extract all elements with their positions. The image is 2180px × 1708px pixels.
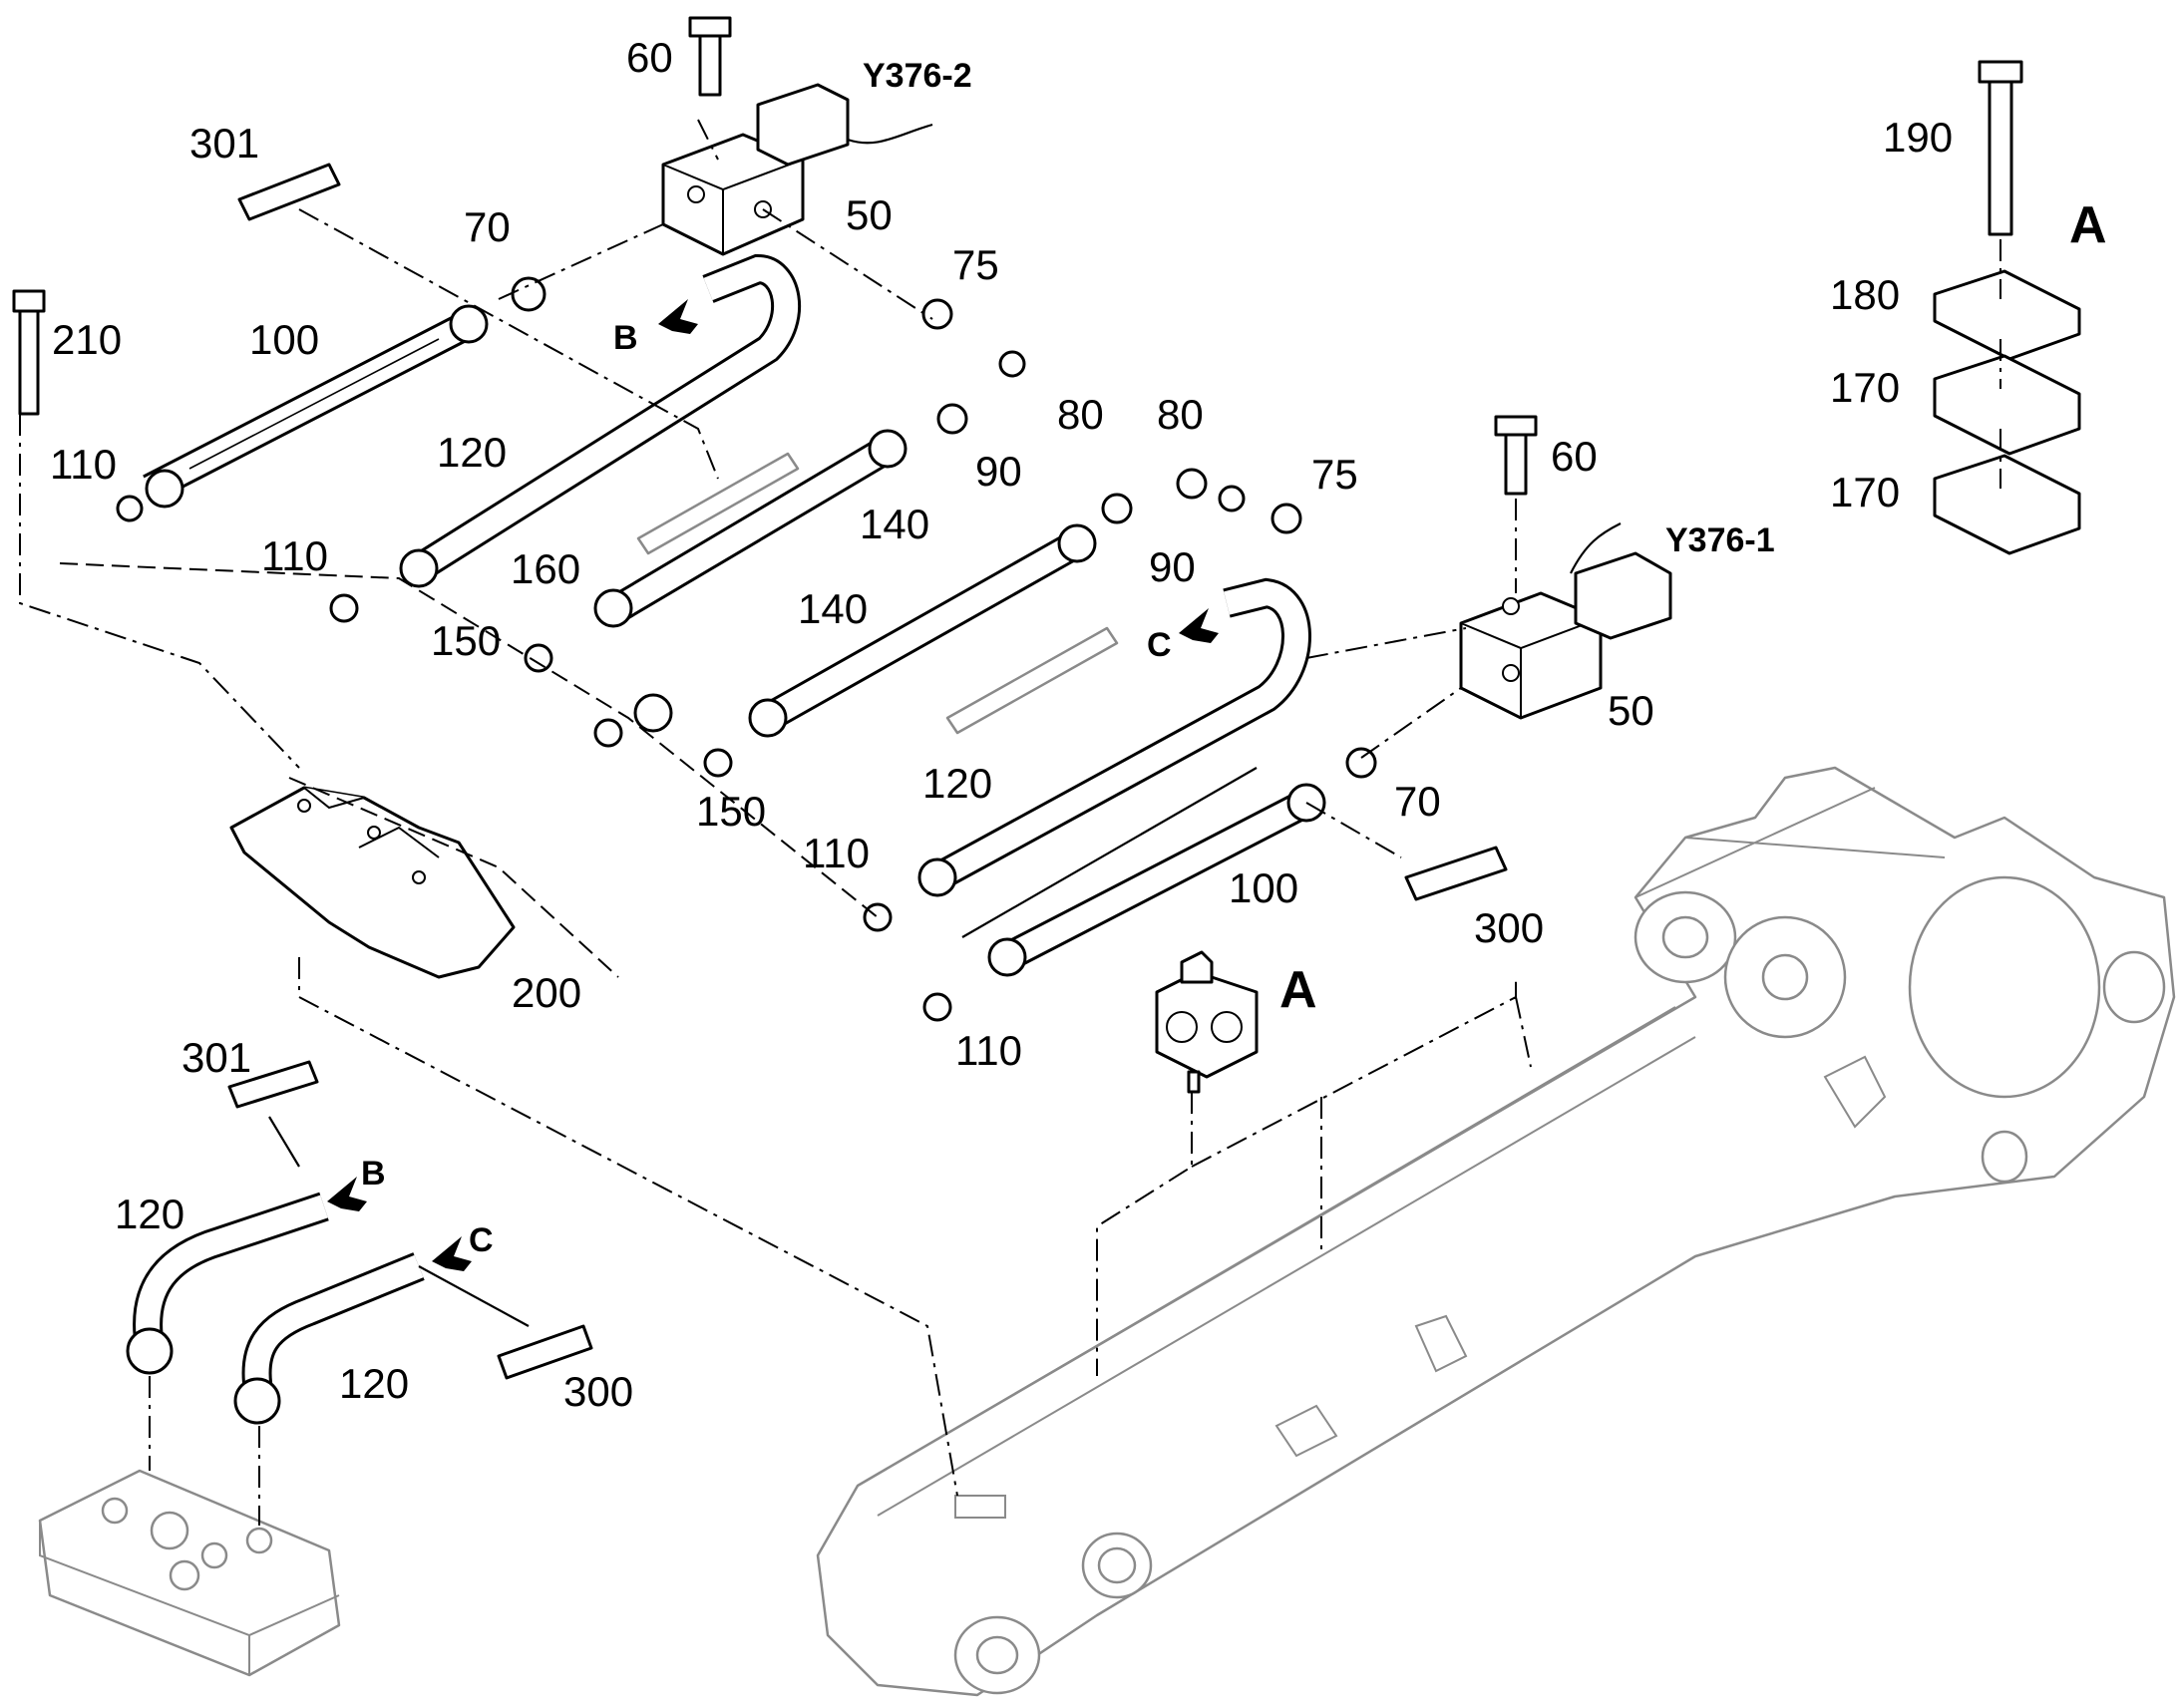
label-110-bottom: 110 bbox=[955, 1027, 1022, 1074]
label-110-low: 110 bbox=[803, 830, 870, 876]
label-100-low: 100 bbox=[1229, 864, 1298, 911]
valve-block-y376-1 bbox=[1459, 415, 1672, 720]
detail-a-stack bbox=[1933, 60, 2081, 555]
label-301-top: 301 bbox=[189, 120, 259, 167]
label-110-top: 110 bbox=[50, 441, 117, 488]
clamp-block-200 bbox=[229, 786, 516, 979]
boom-arm bbox=[816, 766, 2176, 1697]
valve-block-y376-2 bbox=[661, 16, 933, 256]
label-190: 190 bbox=[1883, 114, 1953, 161]
label-y376-1: Y376-1 bbox=[1665, 521, 1775, 559]
label-150-left: 150 bbox=[431, 617, 501, 664]
label-140-top: 140 bbox=[860, 501, 929, 547]
bolt-210 bbox=[12, 289, 46, 416]
label-c-top: C bbox=[1147, 626, 1172, 664]
label-60-right: 60 bbox=[1551, 433, 1598, 480]
label-50-right: 50 bbox=[1608, 687, 1654, 734]
label-300-right: 300 bbox=[1474, 904, 1544, 951]
label-c-low: C bbox=[469, 1221, 494, 1259]
label-70-right: 70 bbox=[1394, 778, 1441, 825]
label-b-top: B bbox=[613, 319, 638, 357]
label-200: 200 bbox=[512, 969, 581, 1016]
label-170-lower: 170 bbox=[1830, 469, 1900, 515]
label-120-mid: 120 bbox=[922, 760, 992, 807]
label-detail-a-mid: A bbox=[1279, 961, 1317, 1019]
label-301-low: 301 bbox=[182, 1034, 251, 1081]
label-150-mid: 150 bbox=[696, 788, 766, 835]
label-120-low-left: 120 bbox=[115, 1191, 184, 1237]
bent-hoses bbox=[126, 1192, 425, 1425]
label-b-low: B bbox=[361, 1155, 386, 1193]
label-120-top: 120 bbox=[437, 429, 507, 476]
label-210: 210 bbox=[52, 316, 122, 363]
sleeves bbox=[227, 163, 1508, 1380]
label-110-mid: 110 bbox=[261, 532, 328, 579]
label-60-top: 60 bbox=[626, 34, 673, 81]
label-100-top: 100 bbox=[249, 316, 319, 363]
label-170-upper: 170 bbox=[1830, 364, 1900, 411]
label-90-right: 90 bbox=[1149, 543, 1196, 590]
label-140-mid: 140 bbox=[798, 585, 868, 632]
label-y376-2: Y376-2 bbox=[863, 57, 972, 95]
label-80-right: 80 bbox=[1157, 391, 1204, 438]
label-180: 180 bbox=[1830, 271, 1900, 318]
manifold-block bbox=[38, 1469, 341, 1677]
label-75-right: 75 bbox=[1311, 451, 1358, 498]
label-90-top: 90 bbox=[975, 448, 1022, 495]
label-50-top: 50 bbox=[846, 191, 893, 238]
part-labels: 60 Y376-2 301 70 50 75 210 100 B 80 110 … bbox=[50, 34, 2107, 1415]
label-120-low-right: 120 bbox=[339, 1360, 409, 1407]
leader-lines bbox=[19, 119, 2001, 1526]
hoses bbox=[116, 253, 1377, 1022]
direction-arrows bbox=[327, 299, 1219, 1271]
label-detail-a-top: A bbox=[2069, 196, 2107, 254]
label-80-left: 80 bbox=[1057, 391, 1104, 438]
label-70-top: 70 bbox=[464, 203, 511, 250]
clamp-detail-a bbox=[1155, 950, 1259, 1094]
label-75-top: 75 bbox=[952, 241, 999, 288]
label-300-low: 300 bbox=[563, 1368, 633, 1415]
label-160: 160 bbox=[511, 545, 580, 592]
